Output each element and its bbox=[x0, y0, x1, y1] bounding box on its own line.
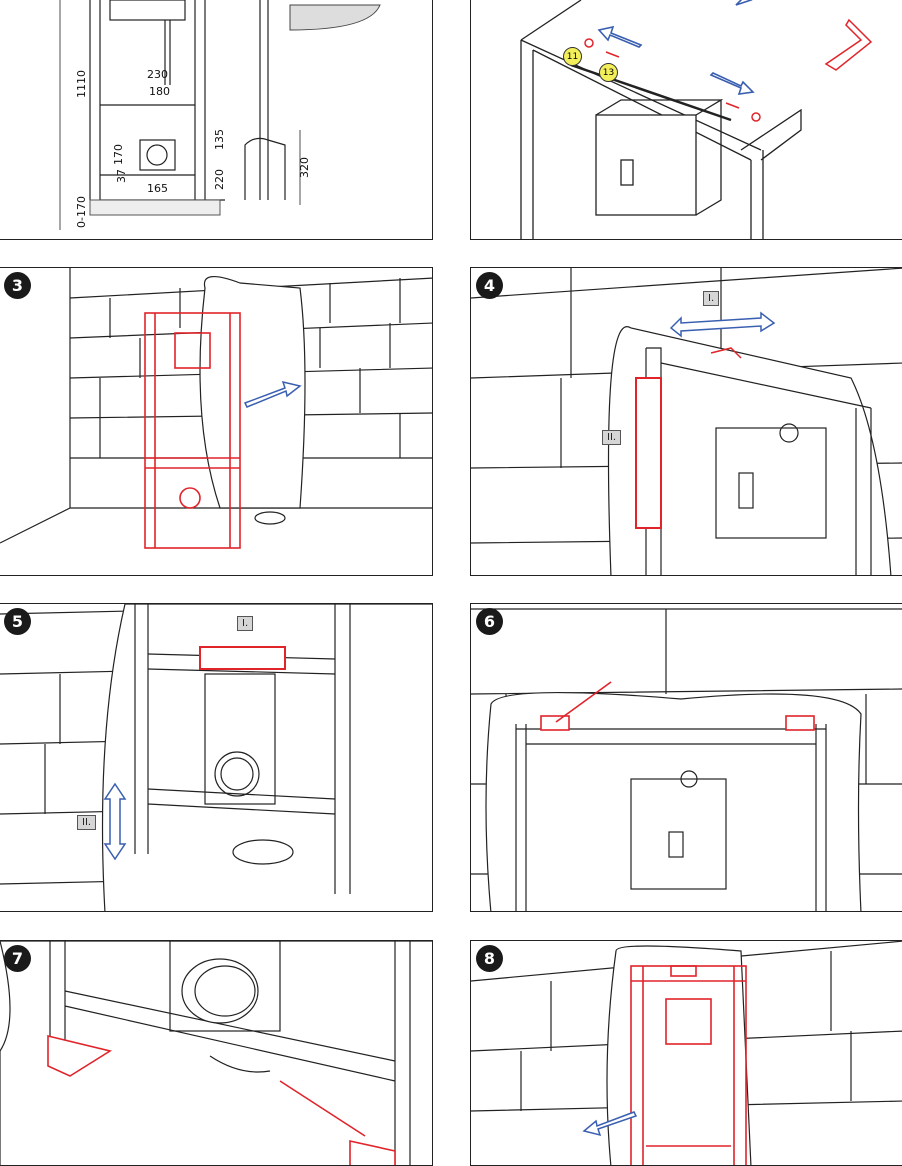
panel-step-8: 8 bbox=[470, 940, 902, 1166]
level-label-1: I. bbox=[237, 616, 254, 631]
dim-37: 37 bbox=[115, 169, 128, 183]
step-number-badge: 5 bbox=[4, 608, 31, 635]
dim-230: 230 bbox=[147, 68, 168, 81]
dim-0-170: 0-170 bbox=[75, 196, 88, 228]
step-number-badge: 6 bbox=[476, 608, 503, 635]
panel-step-6: 6 bbox=[470, 603, 902, 912]
level-label-2: II. bbox=[602, 430, 622, 445]
step-number-badge: 3 bbox=[4, 272, 31, 299]
step-6-drawing bbox=[471, 608, 902, 911]
panel-step-7: 7 bbox=[0, 940, 433, 1166]
callout-11: 11 bbox=[563, 47, 582, 66]
dim-180: 180 bbox=[149, 85, 170, 98]
dim-320: 320 bbox=[298, 157, 311, 178]
panel-frame-assembly: 11 13 bbox=[470, 0, 902, 240]
step-number-badge: 4 bbox=[476, 272, 503, 299]
dim-135: 135 bbox=[213, 129, 226, 150]
step-number-badge: 7 bbox=[4, 945, 31, 972]
level-label-1: I. bbox=[703, 291, 720, 306]
dimension-drawing bbox=[59, 0, 381, 230]
dim-170: 170 bbox=[112, 144, 125, 165]
panel-dimension-drawing: 1110 230 180 135 170 37 220 165 0-170 32… bbox=[0, 0, 433, 240]
dim-220: 220 bbox=[213, 169, 226, 190]
frame-assembly-drawing bbox=[520, 0, 873, 239]
step-7-drawing bbox=[0, 941, 432, 1165]
panel-step-5: 5 I. II. bbox=[0, 603, 433, 912]
step-3-drawing bbox=[0, 268, 432, 549]
panel-step-4: 4 I. II. bbox=[470, 267, 902, 576]
callout-13: 13 bbox=[599, 63, 618, 82]
step-number-badge: 8 bbox=[476, 945, 503, 972]
level-label-2: II. bbox=[77, 815, 97, 830]
panel-step-3: 3 bbox=[0, 267, 433, 576]
dim-165: 165 bbox=[147, 182, 168, 195]
step-4-drawing bbox=[471, 268, 902, 575]
dim-1110: 1110 bbox=[75, 70, 88, 98]
step-5-drawing bbox=[0, 604, 432, 911]
step-8-drawing bbox=[471, 941, 902, 1165]
